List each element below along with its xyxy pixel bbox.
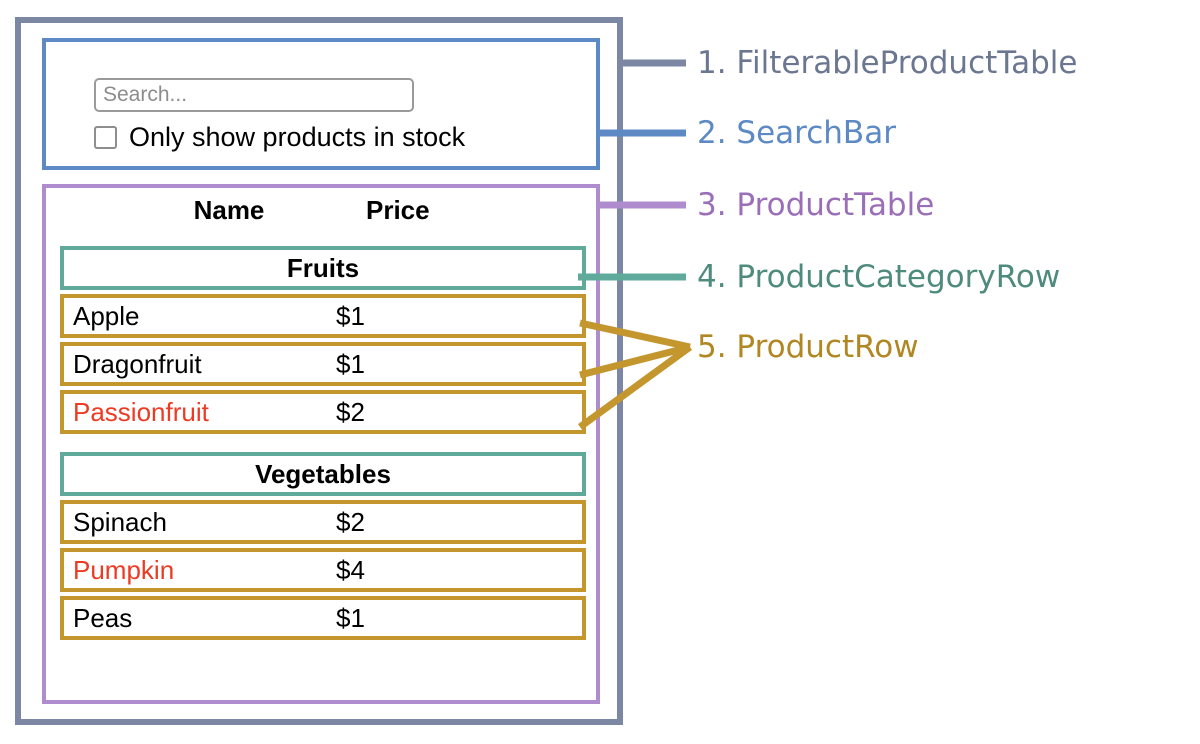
product-row[interactable]: Apple $1 <box>60 294 586 338</box>
product-price: $1 <box>336 348 365 379</box>
in-stock-checkbox-label: Only show products in stock <box>129 122 466 152</box>
legend-item-product-row: 5. ProductRow <box>697 329 919 365</box>
product-name: Peas <box>73 602 133 633</box>
in-stock-checkbox[interactable] <box>94 126 117 149</box>
product-name: Pumpkin <box>73 554 175 585</box>
product-name: Apple <box>73 300 140 331</box>
product-row[interactable]: Pumpkin $4 <box>60 548 586 592</box>
legend-item-search-bar: 2. SearchBar <box>697 115 896 151</box>
search-bar: Search... Only show products in stock <box>42 38 600 170</box>
product-price: $2 <box>336 506 365 537</box>
product-row[interactable]: Spinach $2 <box>60 500 586 544</box>
product-price: $2 <box>336 396 365 427</box>
product-category-row: Vegetables <box>60 452 586 496</box>
product-row[interactable]: Dragonfruit $1 <box>60 342 586 386</box>
legend-item-product-table: 3. ProductTable <box>697 187 935 223</box>
search-input[interactable]: Search... <box>94 78 414 112</box>
product-price: $1 <box>336 300 365 331</box>
legend-item-product-category-row: 4. ProductCategoryRow <box>697 259 1061 295</box>
in-stock-filter-row[interactable]: Only show products in stock <box>94 124 465 151</box>
product-name: Spinach <box>73 506 167 537</box>
column-header-name: Name <box>193 195 265 225</box>
product-price: $4 <box>336 554 365 585</box>
legend-item-filterable-product-table: 1. FilterableProductTable <box>697 45 1078 81</box>
product-table-header: Name Price <box>46 195 596 233</box>
product-rows-area: Fruits Apple $1 Dragonfruit $1 Passionfr… <box>60 246 586 644</box>
product-row[interactable]: Passionfruit $2 <box>60 390 586 434</box>
product-category-row: Fruits <box>60 246 586 290</box>
product-price: $1 <box>336 602 365 633</box>
product-name: Passionfruit <box>73 396 209 427</box>
product-table: Name Price Fruits Apple $1 Dragonfruit $… <box>42 184 600 704</box>
column-header-price: Price <box>366 195 430 225</box>
product-name: Dragonfruit <box>73 348 202 379</box>
product-row[interactable]: Peas $1 <box>60 596 586 640</box>
